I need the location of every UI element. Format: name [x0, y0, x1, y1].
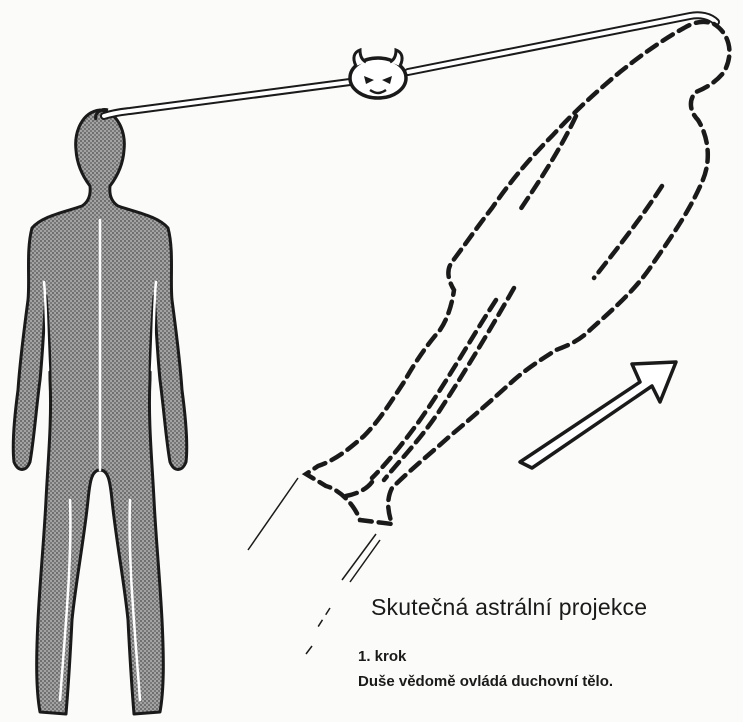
caption-title: Skutečná astrální projekce [371, 594, 647, 621]
physical-body [13, 110, 187, 714]
caption-step: 1. krok [358, 648, 406, 665]
caption-description: Duše vědomě ovládá duchovní tělo. [358, 673, 613, 690]
astral-arm-right [594, 186, 662, 278]
astral-leg-inner [346, 482, 372, 496]
motion-lines [248, 478, 380, 654]
direction-arrow-icon [520, 362, 676, 468]
horned-face-icon [350, 50, 406, 98]
